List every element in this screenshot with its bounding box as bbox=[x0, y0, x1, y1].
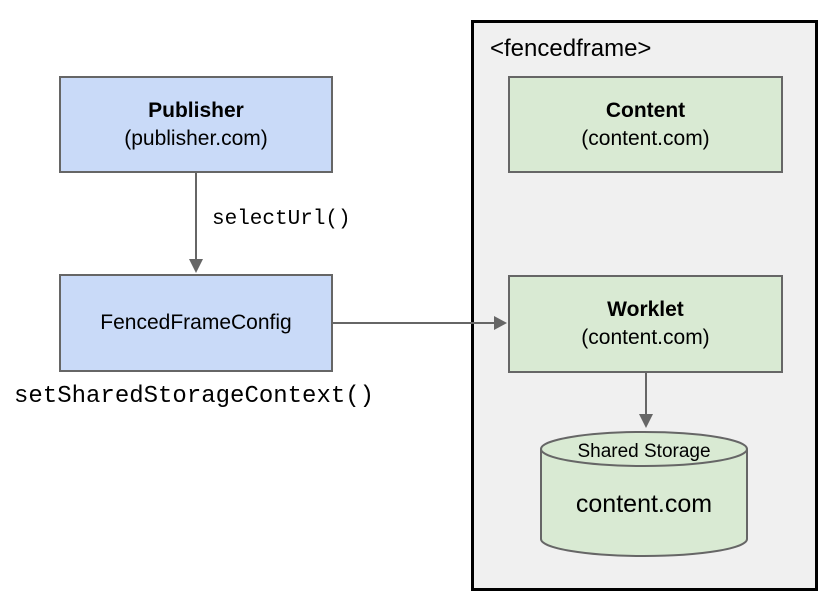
content-subtitle: (content.com) bbox=[581, 126, 710, 150]
publisher-node: Publisher (publisher.com) bbox=[59, 76, 333, 173]
publisher-subtitle: (publisher.com) bbox=[124, 126, 268, 150]
shared-storage-subtitle: content.com bbox=[575, 490, 713, 518]
worklet-node: Worklet (content.com) bbox=[508, 275, 783, 373]
fencedframe-label: <fencedframe> bbox=[490, 35, 652, 62]
arrow-publisher-to-config bbox=[189, 173, 203, 273]
content-node: Content (content.com) bbox=[508, 76, 783, 173]
content-title: Content bbox=[605, 98, 686, 122]
fenced-frame-config-title: FencedFrameConfig bbox=[100, 311, 292, 334]
worklet-title: Worklet bbox=[607, 298, 684, 321]
fenced-frame-config-node: FencedFrameConfig bbox=[59, 274, 333, 372]
set-shared-storage-context-label: setSharedStorageContext() bbox=[14, 383, 375, 410]
worklet-subtitle: (content.com) bbox=[581, 326, 710, 349]
shared-storage-title: Shared Storage bbox=[577, 441, 711, 462]
select-url-label: selectUrl() bbox=[212, 208, 351, 231]
publisher-title: Publisher bbox=[148, 98, 244, 122]
